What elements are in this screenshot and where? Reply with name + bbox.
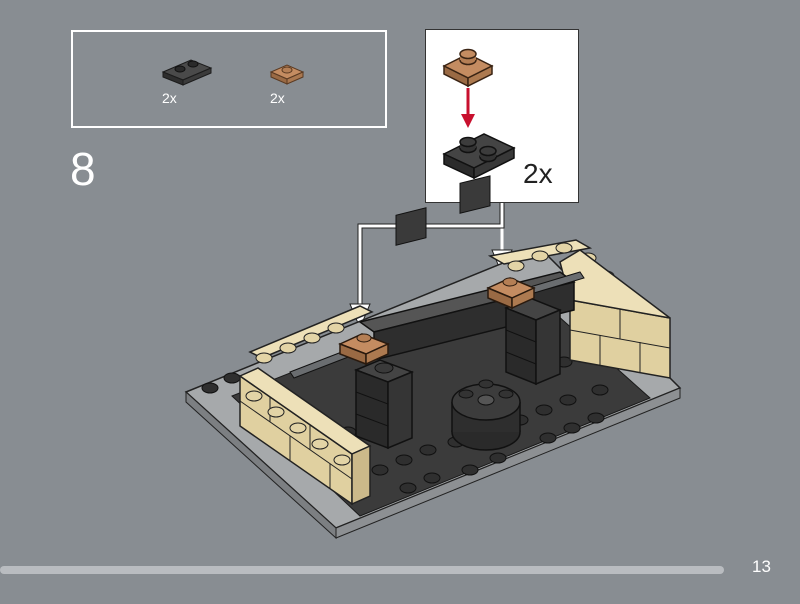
callout-quantity: 2x (523, 158, 553, 189)
callout-connector-lines (358, 203, 504, 306)
tan-wall-left (238, 367, 372, 506)
tan-wall-right (559, 249, 671, 379)
new-tan-plate-right (486, 277, 536, 310)
part-quantity: 2x (270, 90, 285, 106)
sub-assembly-diagram (442, 48, 516, 180)
callout-connector-lines-outline (357, 203, 505, 306)
dark-pillar-right (504, 297, 562, 386)
sub-assembly-callout: 2x (425, 29, 579, 203)
placement-arrow-red (461, 88, 475, 128)
parts-list-box: 2x 2x (71, 30, 387, 128)
dark-grey-1x2-plate-icon (442, 133, 516, 180)
step-number: 8 (70, 143, 96, 195)
tan-wall-back (245, 239, 655, 466)
part-quantity: 2x (162, 90, 177, 106)
page-number: 13 (752, 557, 771, 576)
tan-1x1-round-plate-icon (269, 64, 305, 85)
tan-1x1-plate-icon (442, 48, 494, 88)
dark-pillar-left (353, 359, 415, 450)
dark-grey-1x2-plate-icon (161, 59, 213, 86)
progress-bar (0, 566, 724, 574)
round-table (451, 379, 521, 451)
new-tan-plate-left (338, 333, 390, 366)
